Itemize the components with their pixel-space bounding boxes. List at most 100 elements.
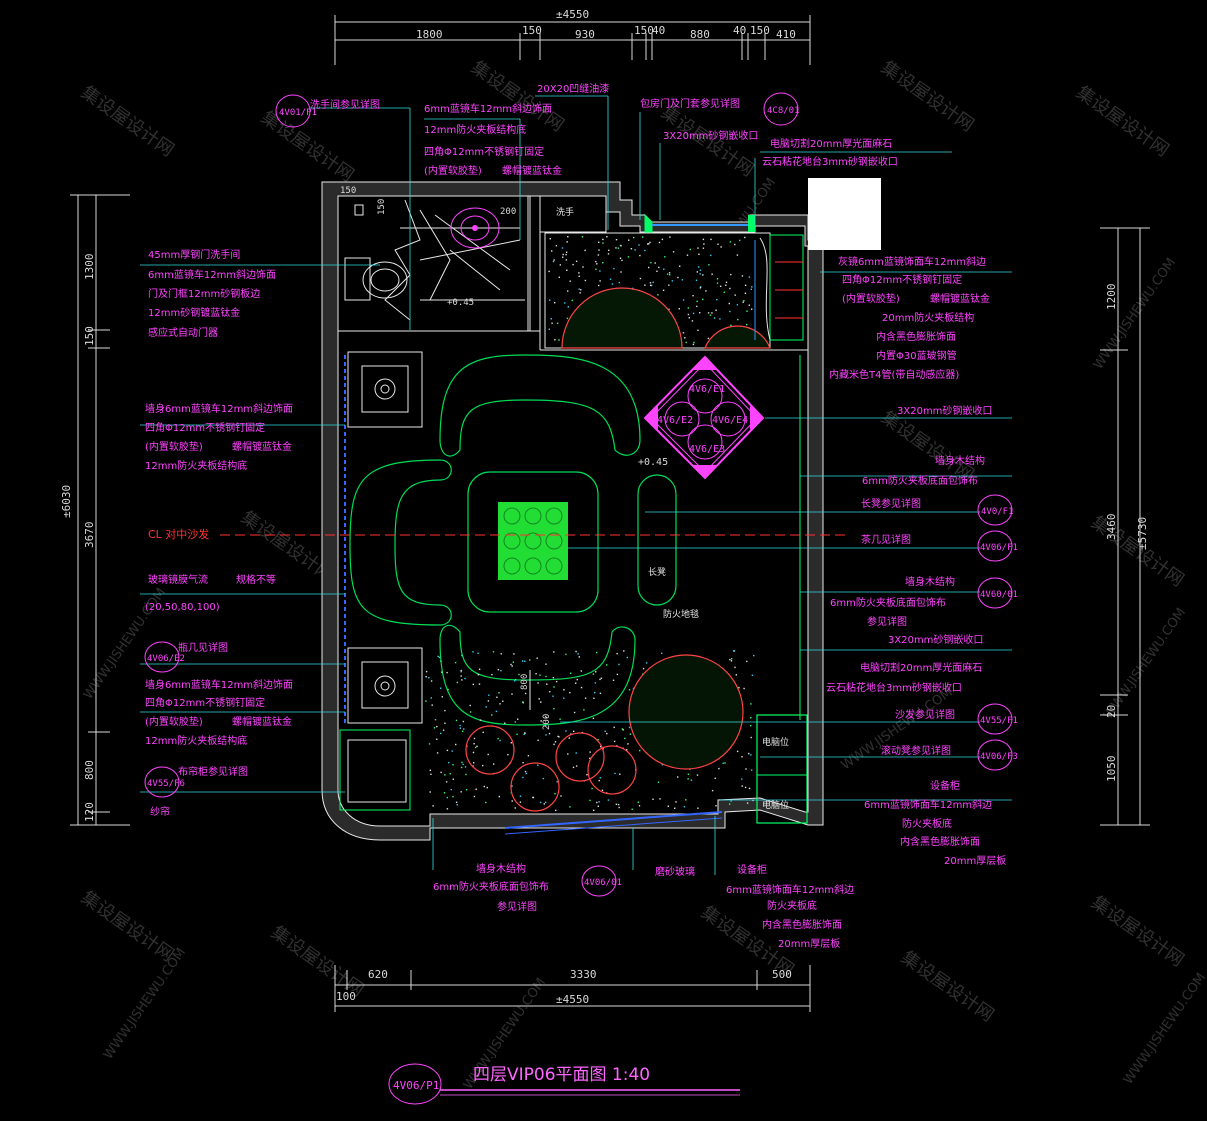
elevation-symbol: 4V6/E1 4V6/E2 4V6/E4 4V6/E3 — [643, 355, 765, 480]
stipple-dot — [598, 801, 600, 803]
note-top-2: 四角Φ12mm不锈钢钉固定 — [424, 145, 544, 158]
stipple-dot — [567, 236, 569, 238]
stipple-dot — [430, 697, 432, 699]
stipple-dot — [700, 286, 702, 288]
stipple-dot — [512, 661, 514, 663]
stipple-dot — [479, 719, 482, 721]
note-left-18: 螺帽镀蓝钛金 — [232, 715, 292, 728]
note-top-6: 包房门及门套参见详图 — [640, 97, 740, 110]
stipple-dot — [719, 318, 721, 320]
note-bottom-2: 参见详图 — [497, 900, 537, 913]
stipple-dot — [729, 658, 731, 661]
stipple-dot — [472, 683, 474, 686]
stipple-dot — [743, 300, 745, 302]
stipple-dot — [663, 268, 665, 270]
stipple-dot — [595, 268, 597, 270]
stipple-dot — [648, 243, 650, 245]
stipple-dot — [459, 727, 461, 729]
stipple-dot — [567, 753, 569, 755]
stipple-dot — [488, 694, 490, 696]
stipple-dot — [669, 274, 671, 276]
tag-1: 4V01/P1 — [279, 108, 317, 118]
stipple-dot — [741, 756, 743, 758]
stipple-dot — [736, 254, 739, 256]
note-right-8: 3X20mm砂钢嵌收口 — [897, 404, 992, 417]
stipple-dot — [443, 792, 446, 794]
stipple-dot — [730, 273, 732, 276]
stipple-dot — [615, 239, 618, 241]
watermark-text: 集设屋设计网 — [897, 947, 998, 1026]
stipple-dot — [750, 288, 752, 290]
stipple-dot — [681, 279, 684, 281]
stipple-dot — [559, 264, 561, 266]
stipple-dot — [461, 679, 463, 681]
stipple-dot — [652, 798, 654, 800]
stipple-dot — [629, 733, 632, 735]
stipple-dot — [475, 788, 477, 790]
stipple-dot — [429, 769, 431, 771]
stipple-dot — [589, 751, 591, 753]
stipple-dot — [733, 650, 736, 652]
stipple-dot — [524, 770, 527, 773]
note-left-7: 四角Φ12mm不锈钢钉固定 — [145, 421, 265, 434]
stipple-dot — [627, 743, 629, 745]
stipple-dot — [594, 682, 597, 684]
stipple-dot — [750, 724, 752, 727]
stipple-dot — [555, 809, 557, 812]
stipple-dot — [598, 779, 600, 782]
stipple-dot — [514, 807, 516, 809]
stipple-dot — [615, 247, 617, 249]
stipple-dot — [687, 778, 689, 780]
tag-10: 4V06/E2 — [147, 654, 185, 664]
stipple-dot — [552, 260, 555, 263]
stipple-dot — [558, 339, 560, 341]
stipple-dot — [469, 711, 472, 713]
stipple-dot — [578, 272, 580, 274]
top-dim-9: 410 — [776, 28, 796, 41]
stipple-dot — [597, 805, 599, 807]
stipple-dot — [744, 786, 747, 789]
note-left-5: 感应式自动门器 — [148, 326, 218, 339]
note-right-1: 四角Φ12mm不锈钢钉固定 — [842, 273, 962, 286]
stipple-dot — [730, 660, 733, 662]
stipple-dot — [729, 241, 732, 243]
stipple-dot — [729, 310, 731, 313]
stipple-dot — [477, 674, 480, 676]
stipple-dot — [524, 732, 526, 734]
stipple-dot — [452, 778, 454, 780]
stipple-dot — [639, 254, 641, 257]
note-top-0: 6mm蓝镜车12mm斜边饰面 — [424, 102, 552, 115]
stipple-dot — [734, 294, 736, 296]
watermark-text: WWW.JISHEWU.COM — [1121, 970, 1207, 1087]
note-left-13: (20,50,80,100) — [145, 602, 220, 613]
stipple-dot — [647, 243, 649, 245]
stipple-dot — [492, 651, 495, 653]
stipple-dot — [642, 236, 644, 238]
bottom-dim-texts: 620 3330 500 100 ±4550 — [336, 968, 792, 1006]
stipple-dot — [548, 732, 551, 735]
inner-dim-4: 800 — [520, 674, 530, 690]
stipple-dot — [436, 752, 439, 754]
stipple-dot — [667, 805, 669, 807]
stipple-dot — [692, 312, 695, 315]
label-carpet: 防火地毯 — [663, 608, 699, 620]
stipple-dot — [751, 674, 754, 676]
stipple-dot — [602, 238, 604, 241]
ref-tag-texts: 4V01/P1 4C8/01 4V0/F1 4V06/F1 4V60/01 4V… — [147, 106, 1018, 1092]
watermark-text: WWW.JISHEWU.COM — [839, 685, 956, 773]
stipple-dot — [472, 751, 475, 754]
bottom-dim-small: 100 — [336, 990, 356, 1003]
note-right-14: 6mm防火夹板底面包饰布 — [830, 596, 946, 609]
stipple-dot — [438, 656, 441, 659]
stipple-dot — [440, 660, 442, 662]
stipple-dot — [593, 809, 595, 811]
stipple-dot — [672, 251, 675, 253]
stipple-dot — [569, 691, 571, 694]
top-dim-5: 40 — [652, 24, 665, 37]
stipple-dot — [699, 269, 702, 271]
top-dim-2: 150 — [522, 24, 542, 37]
stipple-dot — [573, 711, 576, 714]
stipple-dot — [565, 259, 568, 261]
notes-top: 6mm蓝镜车12mm斜边饰面12mm防火夹板结构底四角Φ12mm不锈钢钉固定(内… — [424, 82, 898, 177]
stipple-dot — [742, 301, 744, 303]
